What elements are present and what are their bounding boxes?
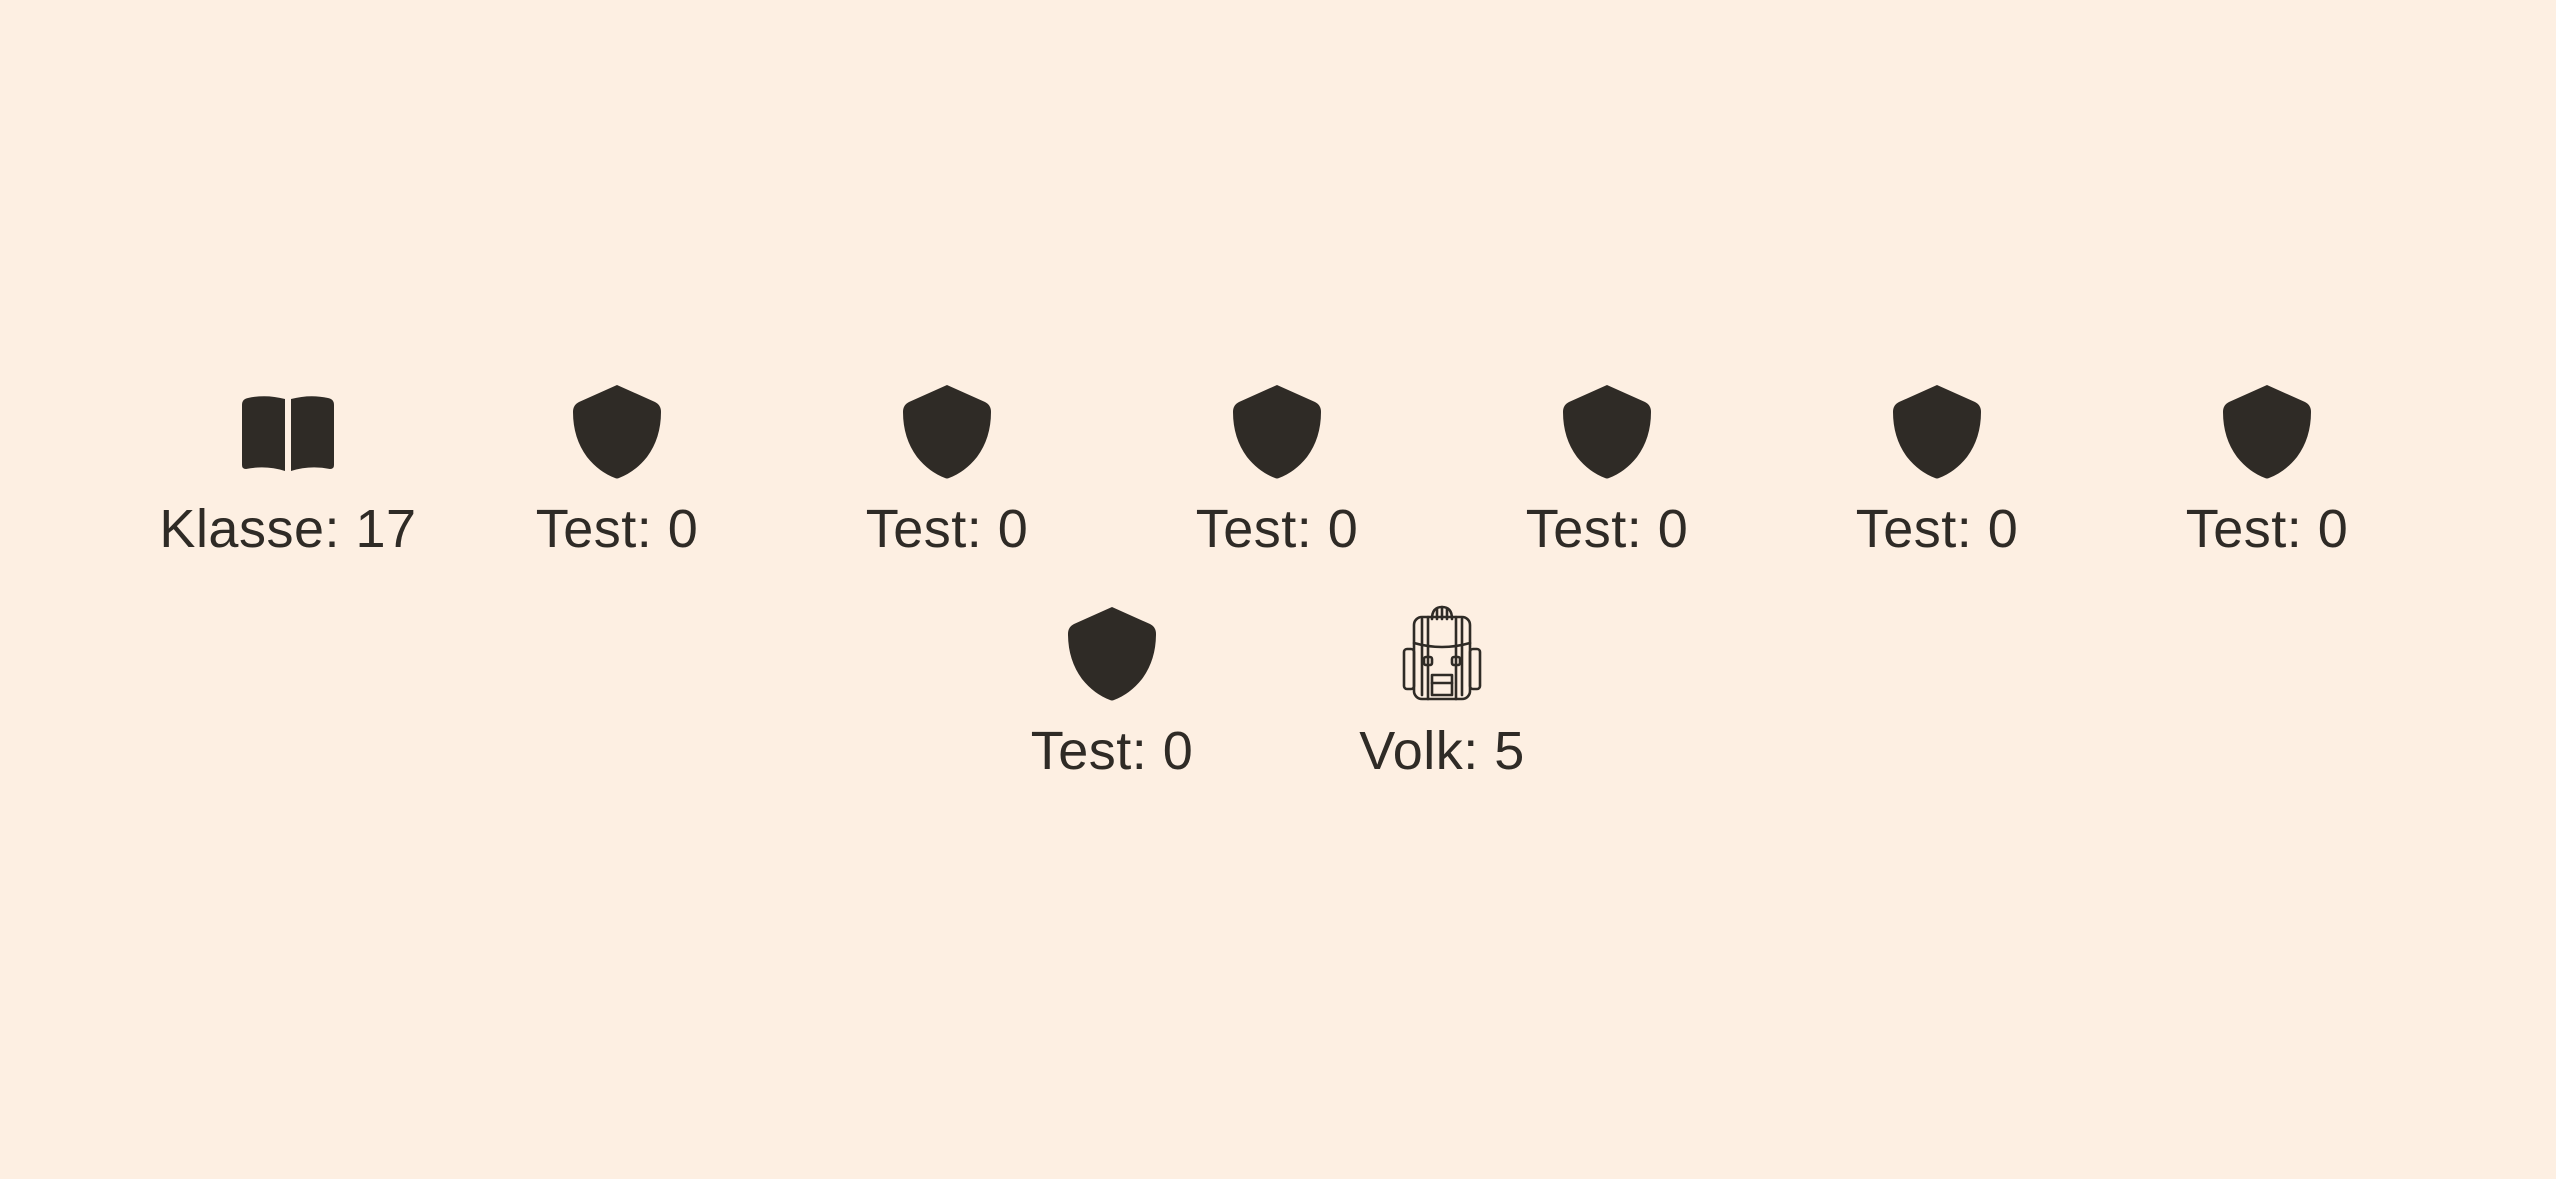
stat-test-2: Test: 0: [797, 383, 1097, 623]
stat-klasse: Klasse: 17: [138, 383, 438, 623]
stat-label: Test: 0: [1030, 721, 1194, 781]
stat-label: Test: 0: [865, 499, 1029, 559]
stat-label: Test: 0: [1525, 499, 1689, 559]
book-icon: [242, 396, 334, 471]
stat-label: Volk: 5: [1359, 721, 1525, 781]
shield-icon: [903, 385, 991, 479]
stat-label: Test: 0: [2185, 499, 2349, 559]
stat-label: Test: 0: [1855, 499, 2019, 559]
shield-icon: [2223, 385, 2311, 479]
stat-test-7: Test: 0: [962, 605, 1262, 845]
stat-label: Test: 0: [1195, 499, 1359, 559]
shield-icon: [1893, 385, 1981, 479]
stat-volk: Volk: 5: [1292, 605, 1592, 845]
stat-label: Klasse: 17: [159, 499, 417, 559]
stat-test-1: Test: 0: [467, 383, 767, 623]
shield-icon: [1068, 607, 1156, 701]
backpack-icon: [1402, 605, 1482, 701]
stat-label: Test: 0: [535, 499, 699, 559]
shield-icon: [573, 385, 661, 479]
stat-test-3: Test: 0: [1127, 383, 1427, 623]
stat-test-5: Test: 0: [1787, 383, 2087, 623]
stat-test-6: Test: 0: [2117, 383, 2417, 623]
shield-icon: [1233, 385, 1321, 479]
stat-test-4: Test: 0: [1457, 383, 1757, 623]
shield-icon: [1563, 385, 1651, 479]
